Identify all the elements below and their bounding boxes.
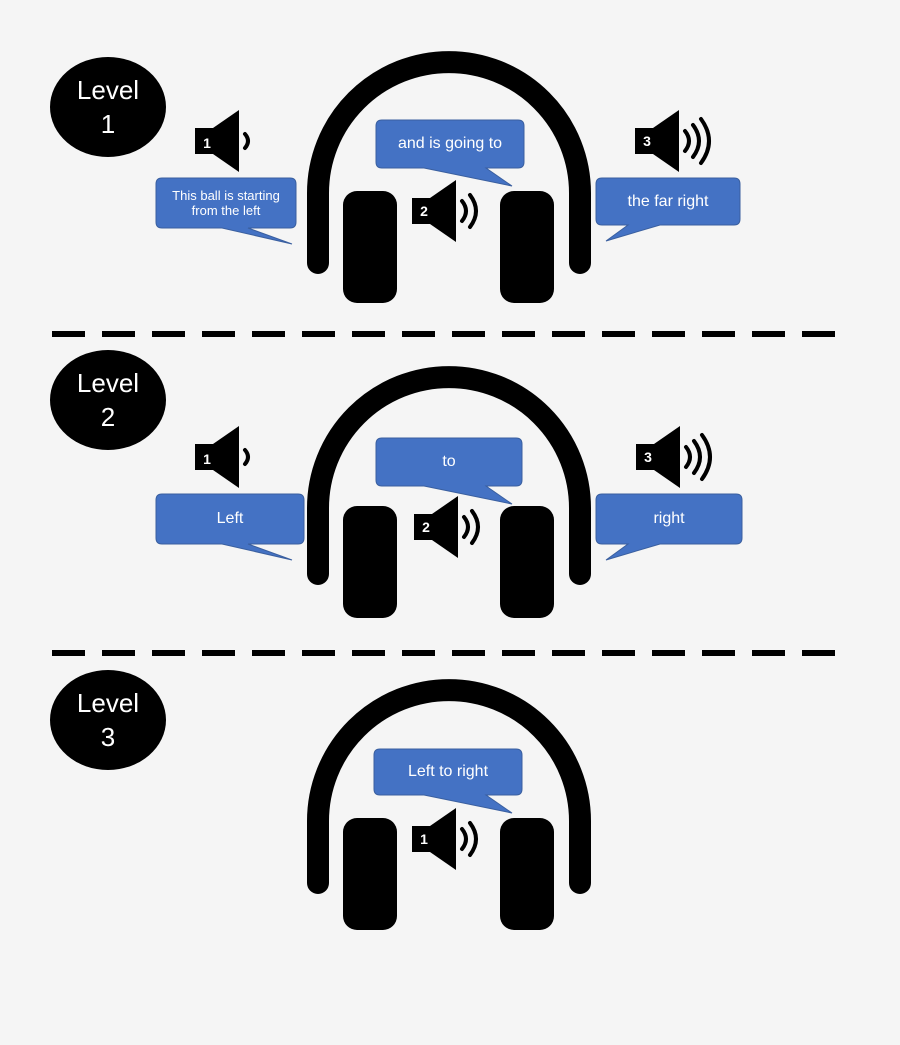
speaker-3-icon [636, 426, 712, 488]
speaker-3-number: 3 [644, 449, 652, 465]
level-3-section: Level 3 Left to right 1 [0, 665, 900, 985]
level-label: Level [76, 75, 140, 105]
speaker-1-number: 1 [203, 135, 211, 151]
level-number: 3 [100, 722, 116, 752]
level-label: Level [76, 688, 140, 718]
level-2-badge: Level 2 [50, 350, 166, 450]
speaker-1-icon [412, 808, 478, 870]
level-3-badge: Level 3 [50, 670, 166, 770]
level-label: Level [76, 368, 140, 398]
bubble-right [595, 177, 741, 242]
bubble-center [375, 437, 523, 505]
section-divider [52, 650, 852, 656]
bubble-left [155, 177, 297, 245]
level-2-section: Level 2 Left to rig [0, 348, 900, 668]
level-number: 2 [100, 402, 116, 432]
speaker-2-number: 2 [422, 519, 430, 535]
section-divider [52, 331, 852, 337]
speaker-2-icon [412, 180, 478, 242]
speaker-2-number: 2 [420, 203, 428, 219]
bubble-left-text: Left [216, 510, 244, 527]
bubble-center-text: to [442, 453, 456, 470]
speaker-1-icon [195, 110, 250, 172]
speaker-1-number: 1 [420, 831, 428, 847]
headphones-icon [307, 366, 591, 618]
level-1-graphics [155, 51, 741, 303]
speaker-3-icon [635, 110, 711, 172]
bubble-left-text: This ball is starting from the left [172, 188, 280, 218]
level-3-graphics [307, 679, 591, 930]
level-1-badge: Level 1 [50, 57, 166, 157]
bubble-left [155, 493, 305, 561]
speaker-1-number: 1 [203, 451, 211, 467]
bubble-center [375, 119, 525, 187]
speaker-1-icon [195, 426, 250, 488]
level-1-section: Level 1 [0, 45, 900, 365]
speaker-2-icon [414, 496, 480, 558]
headphones-icon [307, 679, 591, 930]
bubble-right-text: the far right [627, 193, 709, 210]
level-2-graphics [155, 366, 743, 618]
bubble-right-text: right [653, 510, 685, 527]
headphones-icon [307, 51, 591, 303]
bubble-center-text: and is going to [397, 135, 503, 152]
speaker-3-number: 3 [643, 133, 651, 149]
bubble-center [373, 748, 523, 814]
bubble-right [595, 493, 743, 561]
bubble-center-text: Left to right [407, 763, 489, 780]
level-number: 1 [100, 109, 116, 139]
